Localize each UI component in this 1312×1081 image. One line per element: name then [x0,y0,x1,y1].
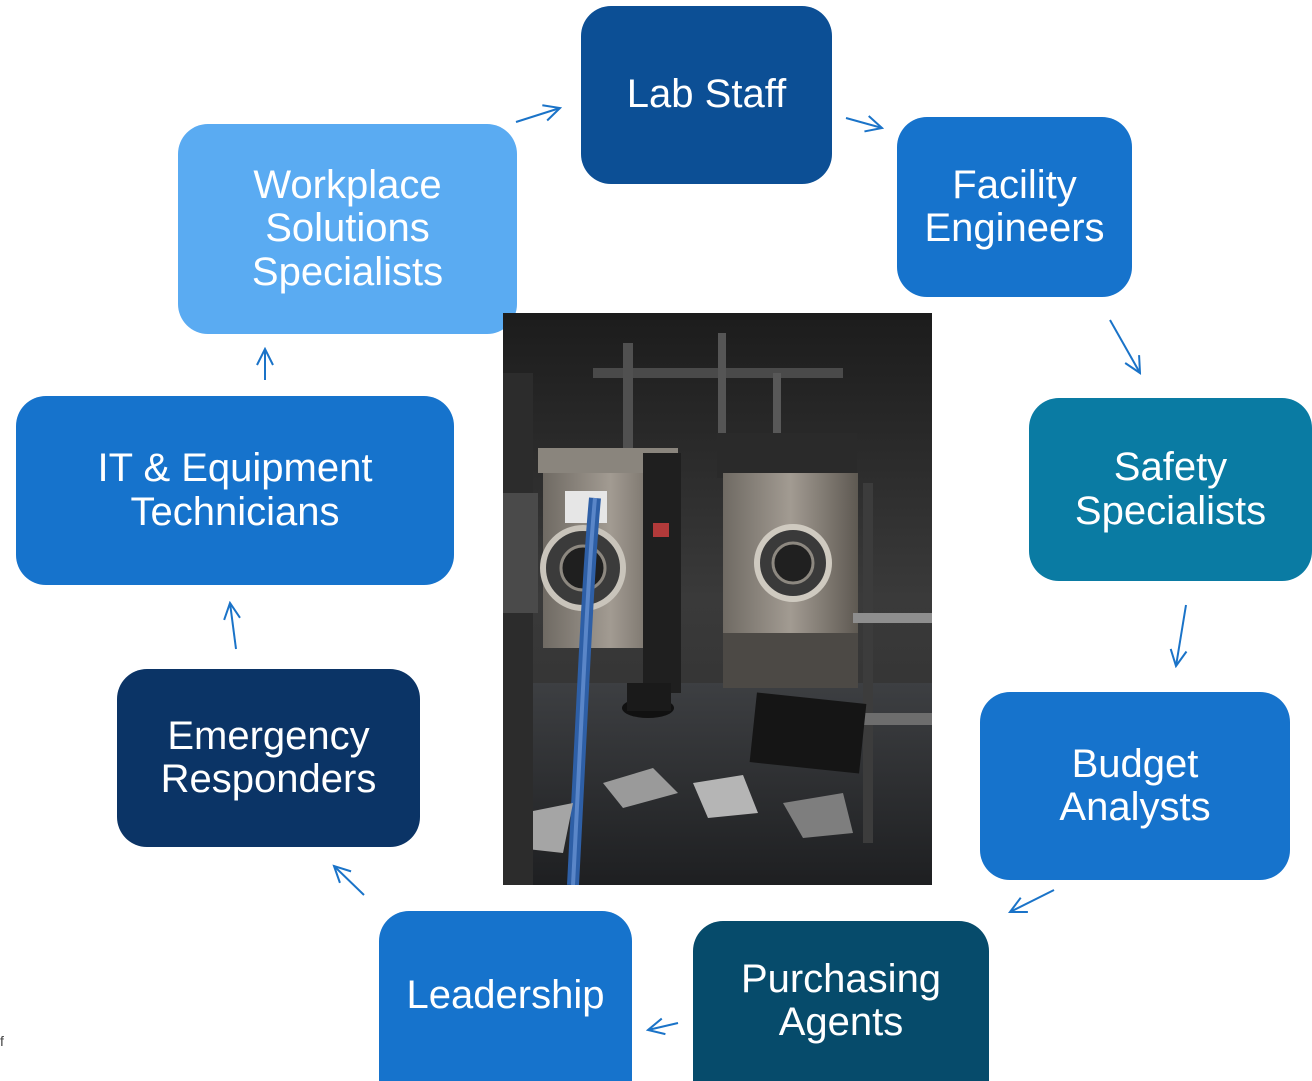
node-emergency-responders: Emergency Responders [117,669,420,847]
node-purchasing-agents: Purchasing Agents [693,921,989,1081]
corner-text-fragment: f [0,1033,4,1049]
node-facility-engineers: Facility Engineers [897,117,1132,297]
arrow-leadership-to-emergency [334,866,365,896]
arrow-budget-to-purchasing [1010,889,1055,912]
node-safety-specialists: Safety Specialists [1029,398,1312,581]
node-it-equipment-technicians: IT & Equipment Technicians [16,396,454,585]
arrow-safety-to-budget [1176,604,1186,666]
center-photo [503,313,932,885]
arrow-purchasing-to-leadership [648,1023,679,1030]
node-lab-staff: Lab Staff [581,6,832,184]
arrow-facility-to-safety [1109,319,1140,373]
arrow-emergency-to-it [230,603,236,650]
node-budget-analysts: Budget Analysts [980,692,1290,880]
node-leadership: Leadership [379,911,632,1081]
arrow-workplace-to-lab [515,108,560,123]
arrow-lab-to-facility [845,118,882,128]
node-workplace-solutions-specialists: Workplace Solutions Specialists [178,124,517,334]
